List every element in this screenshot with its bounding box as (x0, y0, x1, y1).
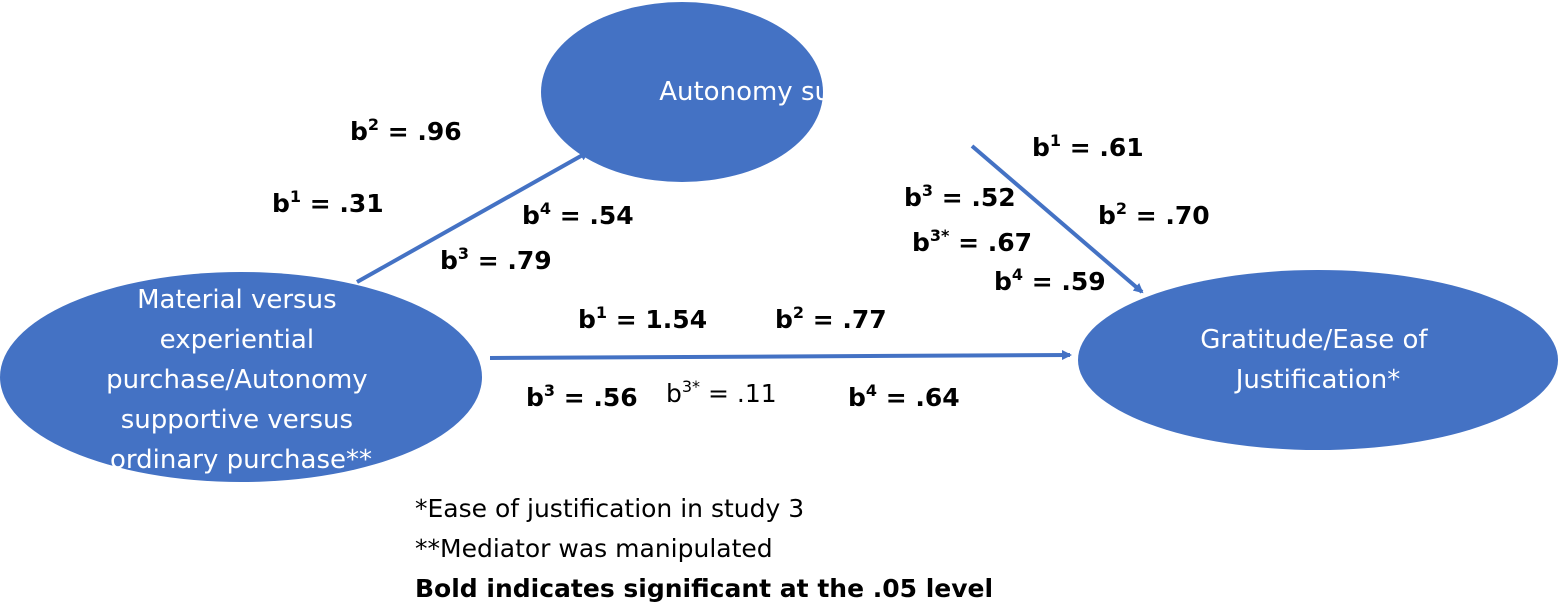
b-path-arrow (970, 144, 1144, 294)
coef-b-b2: b2 = .70 (1098, 199, 1210, 230)
note-bold-significance: Bold indicates significant at the .05 le… (415, 574, 994, 603)
coef-c-b4: b4 = .64 (848, 381, 960, 412)
coef-a-b3: b3 = .79 (440, 244, 552, 275)
predictor-node (0, 272, 482, 482)
note-mediator-manipulated: **Mediator was manipulated (415, 534, 773, 563)
predictor-label: Material versus experiential purchase/Au… (106, 285, 376, 475)
coef-c-b3: b3 = .56 (526, 381, 638, 412)
note-ease-of-justification: *Ease of justification in study 3 (415, 494, 805, 523)
predictor-label-line: experiential (160, 325, 314, 355)
outcome-label: Gratitude/Ease of Justification* (1200, 325, 1436, 395)
coef-c-b1: b1 = 1.54 (578, 303, 707, 334)
coef-b-b4: b4 = .59 (994, 265, 1106, 296)
coef-b-b3star: b3* = .67 (912, 226, 1032, 257)
coef-a-b1: b1 = .31 (272, 187, 384, 218)
outcome-node (1078, 270, 1558, 450)
predictor-label-line: supportive versus (121, 405, 353, 435)
coef-c-b2: b2 = .77 (775, 303, 887, 334)
predictor-label-line: ordinary purchase** (110, 445, 372, 475)
coef-c-b3star: b3* = .11 (666, 377, 777, 408)
predictor-label-line: purchase/Autonomy (106, 365, 368, 395)
c-path-arrow (489, 350, 1072, 361)
coef-a-b2: b2 = .96 (350, 115, 462, 146)
a-path-arrow (356, 150, 590, 284)
mediator-label: Autonomy support (659, 77, 901, 107)
predictor-label-line: Material versus (137, 285, 337, 315)
outcome-label-line: Gratitude/Ease of (1200, 325, 1428, 355)
outcome-label-line: Justification* (1234, 365, 1401, 395)
coef-b-b3: b3 = .52 (904, 181, 1016, 212)
coef-a-b4: b4 = .54 (522, 199, 634, 230)
mediator-node (541, 2, 823, 182)
coef-b-b1: b1 = .61 (1032, 131, 1144, 162)
